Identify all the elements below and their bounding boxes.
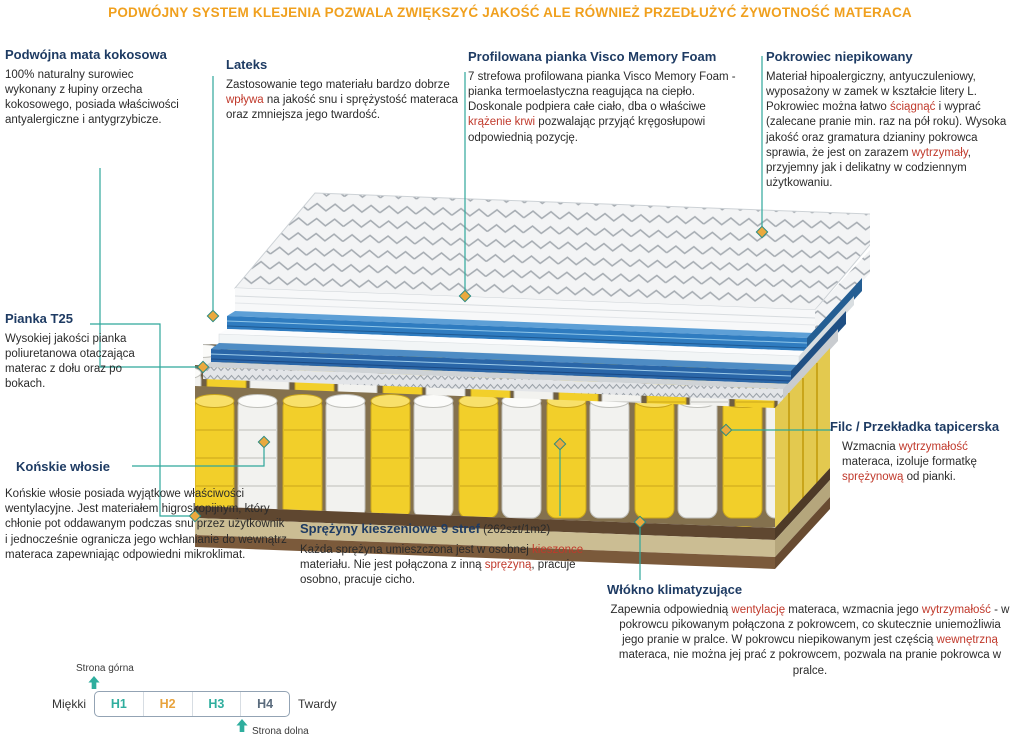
mattress-illustration bbox=[195, 192, 870, 569]
annotation-wlokno: Włókno klimatyzujące Zapewnia odpowiedni… bbox=[607, 582, 1013, 679]
annotation-pianka-t25: Pianka T25 Wysokiej jakości pianka poliu… bbox=[5, 311, 157, 393]
up-arrow-icon bbox=[88, 676, 100, 689]
annotation-sprezyny-title: Sprężyny kieszeniowe 9 stref bbox=[300, 521, 480, 536]
hardness-level-h4: H4 bbox=[240, 692, 289, 716]
annotation-konskie-wlosie-title: Końskie włosie bbox=[16, 459, 110, 474]
annotation-pianka-t25-body: Wysokiej jakości pianka poliuretanowa ot… bbox=[5, 332, 135, 391]
hardness-level-h1: H1 bbox=[110, 697, 127, 711]
layer-felt-side bbox=[783, 329, 838, 401]
annotation-wlokno-title: Włókno klimatyzujące bbox=[607, 582, 743, 597]
annotation-mata-kokosowa: Podwójna mata kokosowa 100% naturalny su… bbox=[5, 47, 181, 129]
annotation-sprezyny-title-suffix: (262szt/1m2) bbox=[479, 524, 551, 536]
annotation-pokrowiec: Pokrowiec niepikowany Materiał hipoalerg… bbox=[766, 49, 1016, 191]
annotation-filc-body: Wzmacnia wytrzymałość materaca, izoluje … bbox=[842, 440, 977, 484]
layer-step-blue2-top bbox=[211, 343, 799, 371]
layer-bottom-coco-side bbox=[775, 497, 830, 569]
up-arrow-icon bbox=[236, 719, 248, 732]
hardness-level-h3: H3 bbox=[191, 692, 241, 716]
layer-felt-front bbox=[203, 367, 783, 401]
scale-hard-label: Twardy bbox=[298, 697, 337, 711]
scale-bottom-side-label: Strona dolna bbox=[252, 726, 309, 737]
annotation-visco: Profilowana pianka Visco Memory Foam 7 s… bbox=[468, 49, 744, 146]
layer-coco-mat-front bbox=[195, 506, 775, 540]
layer-coco-mat-side bbox=[775, 468, 830, 540]
annotation-filc-title: Filc / Przekładka tapicerska bbox=[830, 419, 1000, 434]
annotation-konskie-wlosie-title-wrap: Końskie włosie bbox=[16, 459, 136, 475]
layer-springs-front-row bbox=[195, 386, 775, 528]
layer-base-foam-front bbox=[195, 518, 775, 557]
annotation-lateks: Lateks Zastosowanie tego materiału bardz… bbox=[226, 57, 466, 123]
annotation-visco-title: Profilowana pianka Visco Memory Foam bbox=[468, 49, 717, 64]
annotation-mata-kokosowa-title: Podwójna mata kokosowa bbox=[5, 47, 167, 62]
annotation-lateks-body: Zastosowanie tego materiału bardzo dobrz… bbox=[226, 78, 459, 122]
layer-step-blue-top bbox=[227, 311, 815, 338]
annotation-wlokno-body: Zapewnia odpowiednią wentylację materaca… bbox=[610, 603, 1010, 677]
annotation-lateks-title: Lateks bbox=[226, 57, 268, 72]
annotation-sprezyny-title-row: Sprężyny kieszeniowe 9 stref (262szt/1m2… bbox=[300, 520, 596, 538]
hardness-level-h2: H2 bbox=[142, 692, 192, 716]
annotation-filc: Filc / Przekładka tapicerska Wzmacnia wy… bbox=[830, 419, 1018, 485]
annotation-sprezyny: Sprężyny kieszeniowe 9 stref (262szt/1m2… bbox=[300, 520, 596, 589]
layer-profiled-visco-top bbox=[233, 192, 870, 311]
layer-top-foam-side bbox=[815, 250, 870, 333]
layer-step-felt-top bbox=[203, 362, 791, 389]
layer-step-white-top bbox=[219, 329, 807, 356]
banner-text: PODWÓJNY SYSTEM KLEJENIA POZWALA ZWIĘKSZ… bbox=[108, 5, 912, 20]
annotation-sprezyny-body: Każda sprężyna umieszczona jest w osobne… bbox=[300, 544, 584, 587]
annotation-pokrowiec-body: Materiał hipoalergiczny, antyuczuleniowy… bbox=[766, 70, 1007, 190]
scale-top-side-label: Strona górna bbox=[76, 663, 134, 674]
annotation-konskie-wlosie: Końskie włosie posiada wyjątkowe właściw… bbox=[5, 482, 289, 563]
annotation-visco-body: 7 strefowa profilowana pianka Visco Memo… bbox=[468, 70, 736, 144]
layer-bottom-coco-front bbox=[195, 535, 775, 569]
annotation-pianka-t25-title: Pianka T25 bbox=[5, 311, 73, 326]
annotation-konskie-wlosie-body: Końskie włosie posiada wyjątkowe właściw… bbox=[5, 488, 287, 561]
annotation-mata-kokosowa-body: 100% naturalny surowiec wykonany z łupin… bbox=[5, 68, 179, 127]
scale-soft-label: Miękki bbox=[52, 697, 87, 711]
hardness-scale: H1 H2 H3 H4 bbox=[94, 691, 290, 717]
layer-base-foam-side bbox=[775, 480, 830, 557]
annotation-pokrowiec-title: Pokrowiec niepikowany bbox=[766, 49, 913, 64]
layer-top-foam-front bbox=[235, 288, 815, 333]
